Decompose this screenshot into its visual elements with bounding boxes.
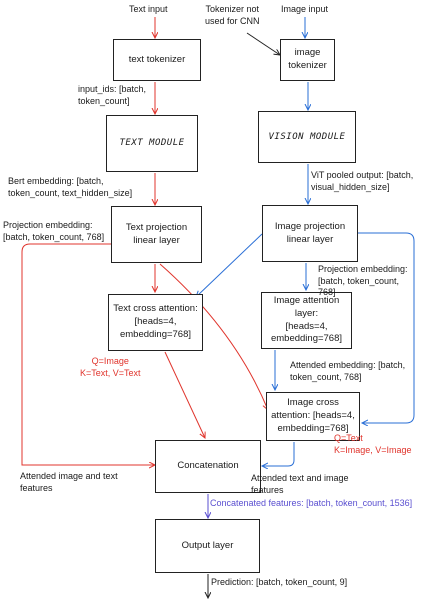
vision-module-box: VISION MODULE	[258, 111, 356, 163]
attended-embedding-label: Attended embedding: [batch, token_count,…	[290, 360, 406, 382]
image-input-label: Image input	[281, 4, 329, 14]
arrow-image-cross-attention-to-concatenation	[262, 442, 295, 466]
text-module-box: TEXT MODULE	[106, 115, 198, 172]
concatenation-box: Concatenation	[155, 440, 261, 493]
text-cross-attention-qkv-label: Q=Image K=Text, V=Text	[80, 356, 141, 378]
text-projection-box: Text projection linear layer	[111, 206, 202, 263]
tokenizer-note: Tokenizer not used for CNN	[205, 4, 260, 26]
arrow-tokenizer-note	[246, 32, 280, 55]
text-projection-embedding-label: Projection embedding: [batch, token_coun…	[3, 220, 105, 242]
image-tokenizer-box: image tokenizer	[280, 39, 335, 81]
arrow-text-projection-to-image-cross-attention	[159, 263, 268, 410]
bert-embedding-label: Bert embedding: [batch, token_count, tex…	[8, 176, 133, 198]
text-tokenizer-box: text tokenizer	[113, 39, 201, 81]
image-attention-box: Image attention layer: [heads=4, embeddi…	[261, 292, 352, 349]
attended-text-image-label: Attended text and image features	[251, 473, 349, 495]
arrow-text-projection-to-concatenation-bypass	[21, 243, 155, 465]
arrow-image-projection-to-text-cross-attention	[196, 233, 263, 297]
image-cross-attention-box: Image cross attention: [heads=4, embeddi…	[266, 392, 360, 441]
image-projection-box: Image projection linear layer	[262, 205, 358, 262]
image-cross-attention-qkv-label: Q=Text K=Image, V=Image	[334, 433, 412, 455]
arrow-text-cross-attention-to-concatenation	[164, 351, 205, 438]
prediction-label: Prediction: [batch, token_count, 9]	[211, 577, 348, 587]
arrow-image-projection-to-image-cross-attention-bypass	[358, 232, 415, 423]
vit-output-label: ViT pooled output: [batch, visual_hidden…	[311, 170, 414, 192]
attended-image-text-label: Attended image and text features	[20, 471, 118, 493]
output-layer-box: Output layer	[155, 519, 260, 573]
input-ids-label: input_ids: [batch, token_count]	[78, 84, 147, 106]
text-input-label: Text input	[129, 4, 168, 14]
concatenated-features-label: Concatenated features: [batch, token_cou…	[210, 498, 413, 508]
text-cross-attention-box: Text cross attention: [heads=4, embeddin…	[108, 294, 203, 351]
image-projection-embedding-label: Projection embedding: [batch, token_coun…	[318, 264, 408, 298]
